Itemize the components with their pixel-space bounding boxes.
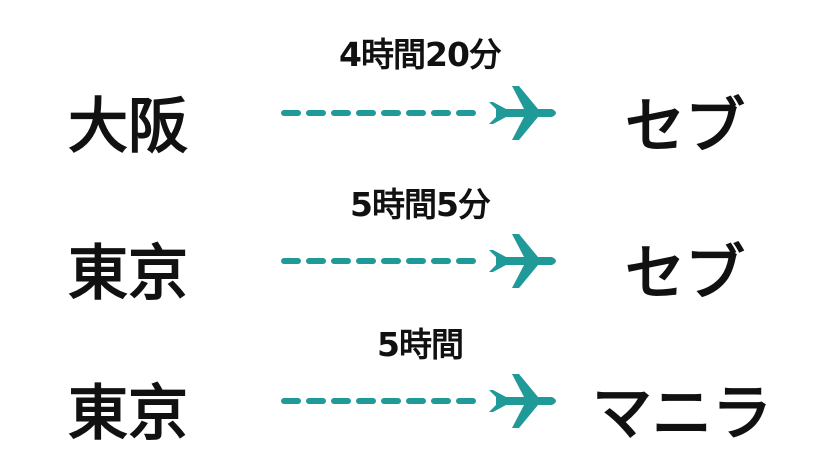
airplane-icon — [489, 86, 556, 140]
flight-arrow — [281, 374, 556, 428]
origin-city: 東京 — [68, 239, 188, 309]
airplane-icon — [489, 234, 556, 288]
destination-city: マニラ — [592, 379, 772, 449]
duration-label: 4時間20分 — [339, 35, 502, 74]
duration-label: 5時間5分 — [350, 185, 491, 224]
flight-arrow — [281, 234, 556, 288]
origin-city: 大阪 — [68, 92, 188, 162]
origin-city: 東京 — [68, 379, 188, 449]
duration-label: 5時間 — [377, 325, 464, 364]
airplane-icon — [489, 374, 556, 428]
flight-arrow — [281, 86, 556, 140]
destination-city: セブ — [625, 239, 745, 309]
destination-city: セブ — [625, 92, 745, 162]
